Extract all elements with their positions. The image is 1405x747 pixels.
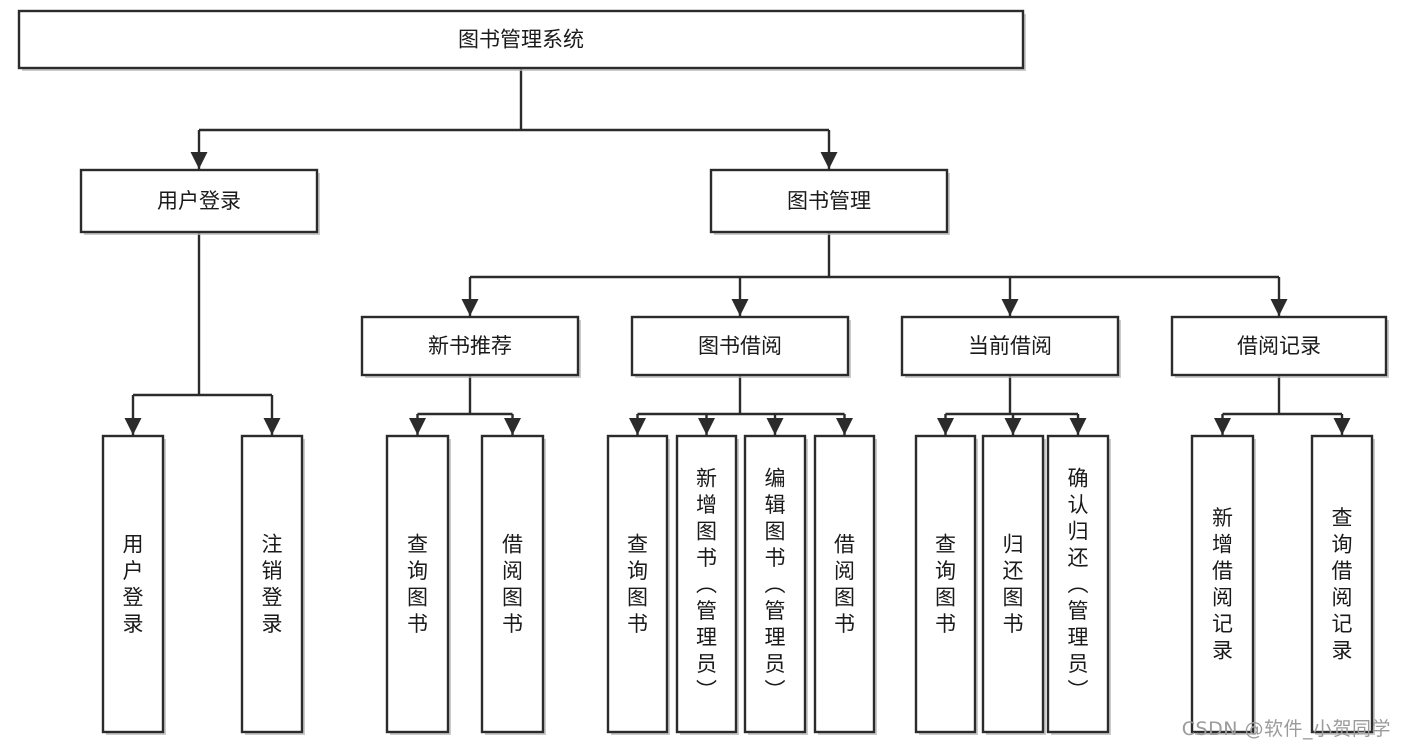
node-rect[interactable] [606,434,669,734]
node-label: 编辑图书︵管理员︶ [765,466,786,702]
node-rect[interactable] [101,434,165,734]
arrow-head-icon [124,418,142,435]
node-rect[interactable] [900,315,1120,377]
arrow-head-icon [1270,299,1288,316]
node-rect[interactable] [240,434,304,734]
node-rect[interactable] [1170,315,1388,377]
node-label: 图书管理系统 [458,28,584,52]
node-label: 新增借阅记录 [1212,506,1233,663]
arrow-head-icon [629,418,646,435]
node-label: 用户登录 [123,533,144,637]
node-label: 借阅图书 [502,533,523,637]
node-label: 查询图书 [935,533,956,637]
node-level3-0[interactable]: 新书推荐 [360,315,581,378]
arrow-head-icon [1333,418,1351,435]
node-level3-3[interactable]: 借阅记录 [1170,315,1389,378]
arrow-head-icon [1001,299,1019,316]
node-leaf-5[interactable]: 新增图书︵管理员︶ [675,434,739,735]
arrow-head-icon [1069,418,1087,435]
node-level2-0[interactable]: 用户登录 [79,168,320,235]
arrow-head-icon [190,152,208,169]
node-rect[interactable] [17,9,1025,70]
node-label: 注销登录 [262,533,283,637]
arrow-head-icon [1214,418,1231,435]
node-rect[interactable] [480,434,545,734]
node-label: 新书推荐 [428,334,512,358]
node-rect[interactable] [675,434,738,734]
node-label: 当前借阅 [968,334,1052,358]
node-leaf-2[interactable]: 查询图书 [385,434,451,735]
node-rect[interactable] [1190,434,1255,734]
node-label: 图书借阅 [698,334,782,358]
node-rect[interactable] [981,434,1045,734]
node-label: 新增图书︵管理员︶ [696,466,717,702]
connector-lines [124,68,1351,435]
node-leaf-8[interactable]: 查询图书 [914,434,978,735]
node-rect[interactable] [709,168,949,234]
node-leaf-11[interactable]: 新增借阅记录 [1190,434,1256,735]
node-rect[interactable] [385,434,450,734]
arrow-head-icon [698,418,715,435]
node-level3-2[interactable]: 当前借阅 [900,315,1121,378]
arrow-head-icon [461,299,479,316]
node-boxes: 图书管理系统用户登录图书管理新书推荐图书借阅当前借阅借阅记录用户登录注销登录查询… [17,9,1389,735]
node-level3-1[interactable]: 图书借阅 [630,315,851,378]
arrow-head-icon [504,418,521,435]
arrow-head-icon [263,418,281,435]
arrow-head-icon [937,418,954,435]
node-rect[interactable] [1046,434,1110,734]
node-label: 图书管理 [787,189,871,213]
arrow-head-icon [409,418,426,435]
node-rect[interactable] [813,434,876,734]
node-rect[interactable] [360,315,580,377]
node-leaf-3[interactable]: 借阅图书 [480,434,546,735]
arrow-head-icon [731,299,749,316]
node-leaf-9[interactable]: 归还图书 [981,434,1046,735]
node-label: 借阅图书 [834,533,855,637]
node-level2-1[interactable]: 图书管理 [709,168,950,235]
arrow-head-icon [820,152,838,169]
node-rect[interactable] [1310,434,1374,734]
node-label: 归还图书 [1003,533,1024,637]
node-label: 查询借阅记录 [1332,506,1353,663]
node-leaf-4[interactable]: 查询图书 [606,434,670,735]
node-leaf-0[interactable]: 用户登录 [101,434,166,735]
arrow-head-icon [1004,418,1022,435]
node-root-0[interactable]: 图书管理系统 [17,9,1026,71]
node-rect[interactable] [630,315,850,377]
node-rect[interactable] [743,434,807,734]
node-label: 确认归还︵管理员︶ [1068,466,1089,702]
node-label: 查询图书 [627,533,648,637]
node-label: 借阅记录 [1237,334,1321,358]
node-leaf-1[interactable]: 注销登录 [240,434,305,735]
node-label: 用户登录 [157,189,241,213]
node-leaf-10[interactable]: 确认归还︵管理员︶ [1046,434,1111,735]
arrow-head-icon [836,418,853,435]
node-rect[interactable] [914,434,977,734]
node-leaf-7[interactable]: 借阅图书 [813,434,877,735]
arrow-head-icon [766,418,784,435]
node-rect[interactable] [79,168,319,234]
node-leaf-12[interactable]: 查询借阅记录 [1310,434,1375,735]
node-leaf-6[interactable]: 编辑图书︵管理员︶ [743,434,808,735]
node-label: 查询图书 [407,533,428,637]
